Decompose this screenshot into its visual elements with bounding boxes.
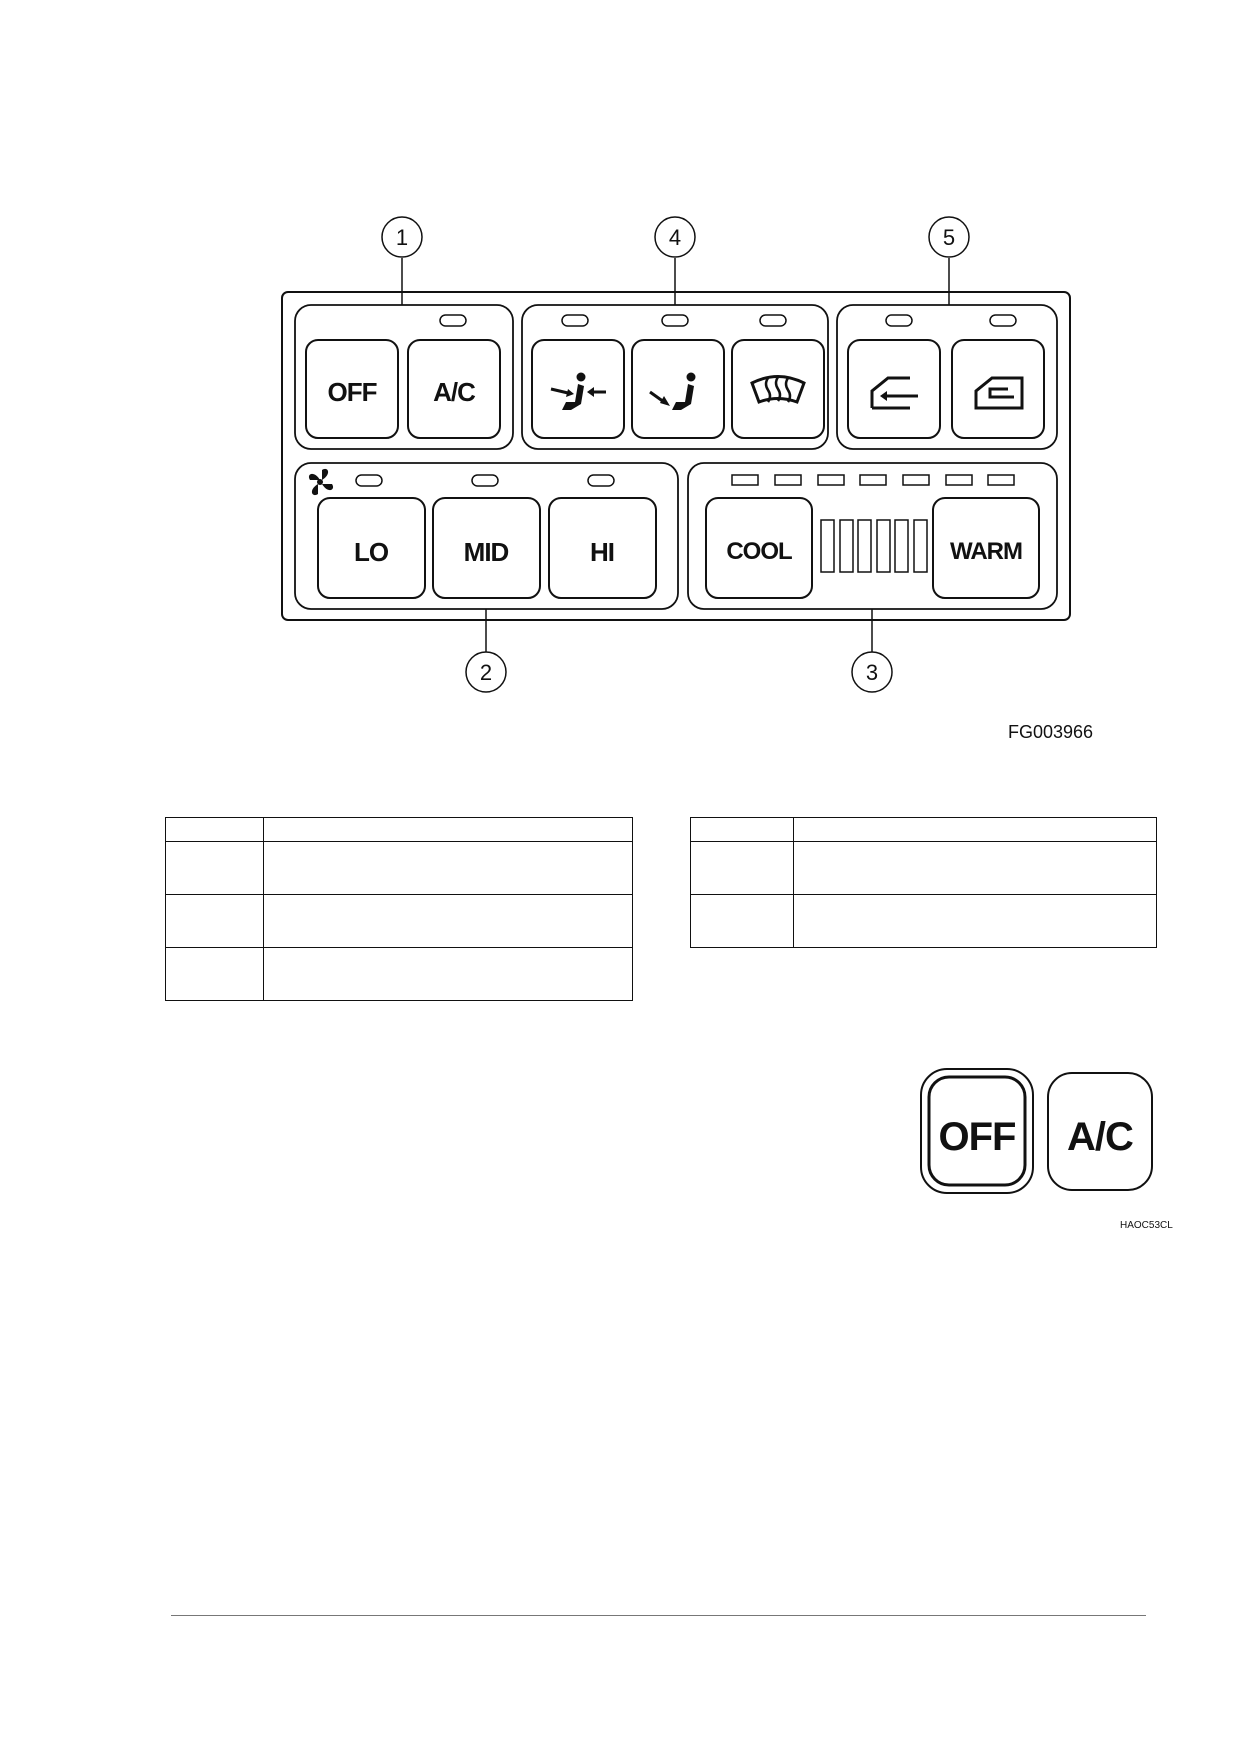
face-vent-button[interactable] [531,339,625,439]
table-row [165,841,633,895]
warm-button-label: WARM [950,538,1022,565]
table-cell [165,817,264,842]
temperature-bar-display [820,519,928,573]
foot-vent-icon [649,372,696,410]
lo-button-label: LO [354,537,389,567]
recirculation-icon [974,376,1024,410]
off-ac-detail-illustration: OFF A/C [920,1068,1153,1194]
vent-indicator-led [561,314,589,327]
callout-2-label: 2 [480,660,492,685]
callout-3-label: 3 [866,660,878,685]
callout-4: 4 [654,216,696,258]
table-cell [263,894,633,948]
table-cell [165,947,264,1001]
lo-fan-button[interactable]: LO [317,497,426,599]
callout-2: 2 [465,651,507,693]
detail-ac-label: A/C [1067,1115,1133,1159]
off-button[interactable]: OFF [305,339,399,439]
temperature-level-indicators [731,474,1015,486]
table-cell [793,841,1157,895]
table-cell [165,841,264,895]
callout-1: 1 [381,216,423,258]
table-cell [793,894,1157,948]
mid-indicator-led [471,474,499,487]
detail-figure-id-label: HAOC53CL [1120,1220,1173,1231]
group-box-1 [294,304,514,450]
face-vent-icon [550,372,606,410]
ac-button[interactable]: A/C [407,339,501,439]
bilevel-indicator-led [661,314,689,327]
detail-off-button[interactable]: OFF [920,1068,1034,1194]
callout-5-label: 5 [943,225,955,250]
fresh-air-button[interactable] [847,339,941,439]
ac-indicator-led [439,314,467,327]
fan-icon [308,468,334,496]
right-reference-table [690,817,1157,948]
fresh-air-icon [870,376,918,410]
callout-4-label: 4 [669,225,681,250]
defrost-button[interactable] [731,339,825,439]
table-cell [690,894,794,948]
group-box-5 [836,304,1058,450]
defrost-indicator-led [759,314,787,327]
table-row [165,947,633,1001]
table-row [690,841,1157,895]
hi-button-label: HI [590,537,614,567]
recirc-indicator-led [989,314,1017,327]
foot-vent-button[interactable] [631,339,725,439]
off-button-label: OFF [328,377,377,407]
fresh-indicator-led [885,314,913,327]
table-cell [165,894,264,948]
table-cell [793,817,1157,842]
warm-button[interactable]: WARM [932,497,1040,599]
callout-3: 3 [851,651,893,693]
hi-fan-button[interactable]: HI [548,497,657,599]
callout-1-label: 1 [396,225,408,250]
table-cell [263,841,633,895]
table-cell [690,841,794,895]
recirculation-button[interactable] [951,339,1045,439]
cool-button-label: COOL [726,538,792,565]
table-cell [263,817,633,842]
table-row [690,817,1157,842]
left-reference-table [165,817,633,1001]
callout-5: 5 [928,216,970,258]
table-row [165,817,633,842]
figure-id-label: FG003966 [1008,722,1094,742]
lo-indicator-led [355,474,383,487]
defrost-icon [750,375,806,404]
table-cell [263,947,633,1001]
detail-ac-button[interactable]: A/C [1047,1072,1153,1191]
panel-frame [281,291,1071,621]
table-cell [690,817,794,842]
ac-button-label: A/C [433,377,476,407]
mid-fan-button[interactable]: MID [432,497,541,599]
hi-indicator-led [587,474,615,487]
climate-control-panel-diagram: 1 4 5 2 3 OFF [281,216,1071,693]
table-row [690,894,1157,948]
cool-button[interactable]: COOL [705,497,813,599]
mid-button-label: MID [464,537,509,567]
footer-divider [171,1615,1146,1616]
detail-off-label: OFF [939,1115,1016,1159]
table-row [165,894,633,948]
